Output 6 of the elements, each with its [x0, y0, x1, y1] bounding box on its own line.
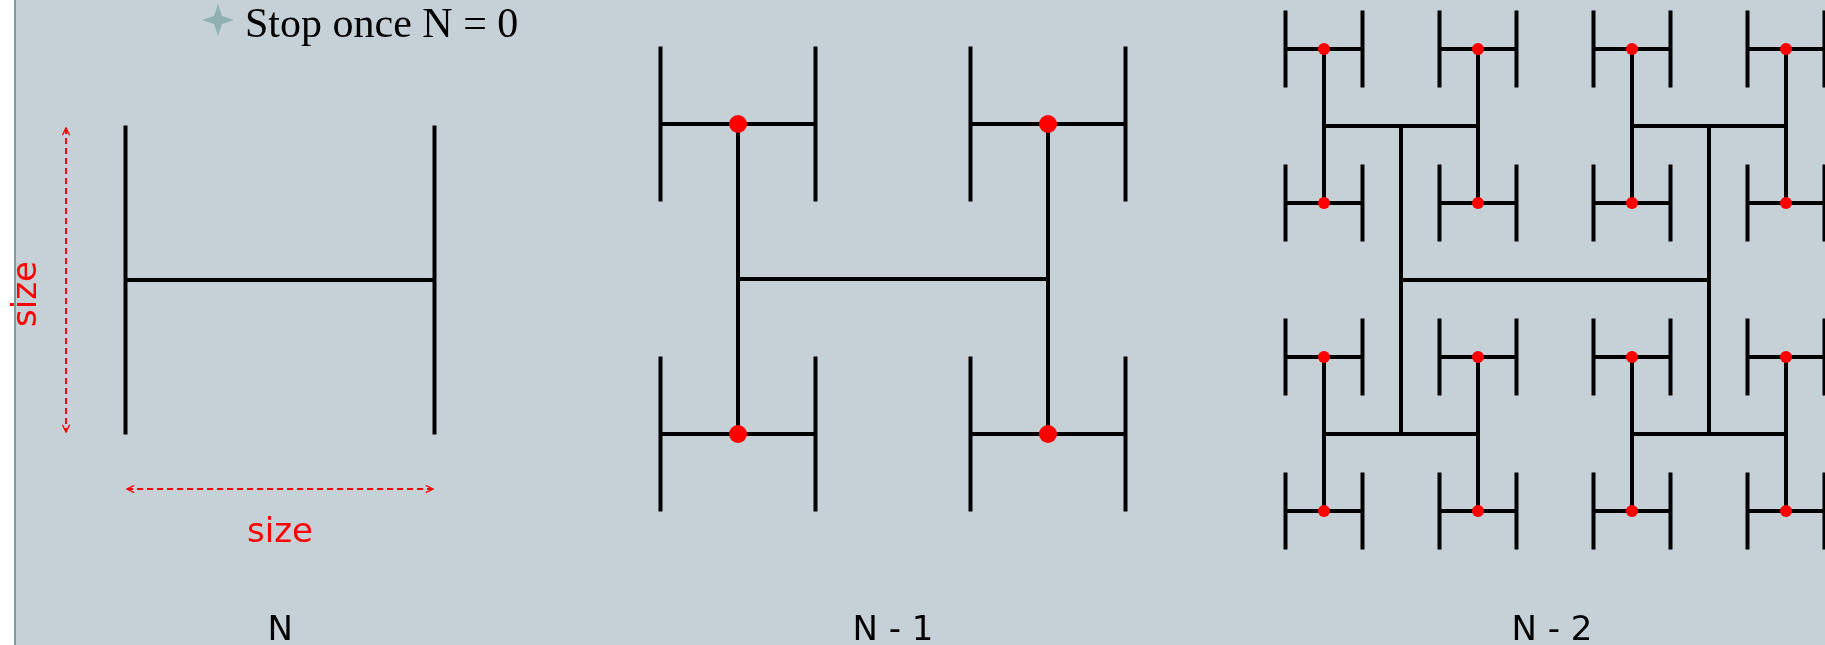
level-label: N - 2 [1511, 611, 1593, 645]
level-label: N - 1 [852, 611, 934, 645]
dimension-label: size [6, 261, 41, 327]
bullet-text: Stop once N = 0 [245, 2, 519, 44]
dimension-label: size [247, 513, 313, 547]
level-label: N [267, 611, 293, 645]
